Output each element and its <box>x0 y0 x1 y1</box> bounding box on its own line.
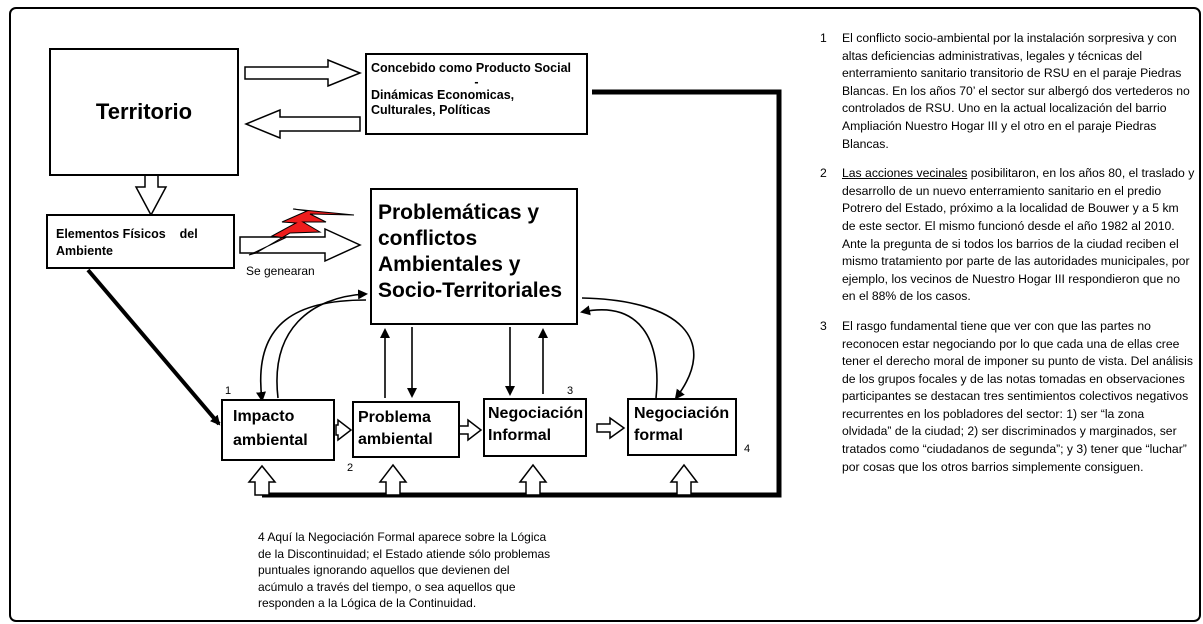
note-text: El conflicto socio-ambiental por la inst… <box>842 31 1190 151</box>
impacto-label: Impacto ambiental <box>233 408 308 449</box>
negociacion-informal-box: Negociación Informal <box>483 398 587 457</box>
marker-3: 3 <box>567 385 574 397</box>
arrow-elementos-to-problematicas <box>239 227 362 263</box>
note-number: 3 <box>820 318 827 333</box>
note-text-container: Las acciones vecinales posibilitaron, en… <box>842 165 1195 306</box>
up-arrow-negform <box>669 463 699 496</box>
marker-1: 1 <box>225 385 232 397</box>
negociacion-informal-label: Negociación Informal <box>488 405 584 444</box>
note-text: El rasgo fundamental tiene que ver con q… <box>842 318 1193 474</box>
notes-list: 1 El conflicto socio-ambiental por la in… <box>820 30 1195 488</box>
marker-2: 2 <box>347 462 354 474</box>
note-number: 1 <box>820 31 827 45</box>
note-item: 3 El rasgo fundamental tiene que ver con… <box>820 318 1195 476</box>
arrow-impacto-to-problema <box>335 418 353 442</box>
territorio-box: Territorio <box>49 48 239 176</box>
concebido-dash: - <box>474 75 479 89</box>
concebido-line2: Dinámicas Economicas, Culturales, Políti… <box>371 88 515 117</box>
negociacion-formal-label: Negociación formal <box>634 405 730 444</box>
problema-label: Problema ambiental <box>358 409 433 448</box>
lightning-icon <box>248 208 355 256</box>
arrow-neginf-to-negform <box>596 416 626 440</box>
up-arrow-neginf <box>518 463 548 496</box>
elementos-box: Elementos Físicos del Ambiente <box>46 214 235 269</box>
problematicas-label: Problemáticas y conflictos Ambientales y… <box>378 201 562 302</box>
concebido-line1: Concebido como Producto Social <box>371 61 572 75</box>
problema-box: Problema ambiental <box>352 401 460 458</box>
arrow-concebido-to-territorio <box>244 108 361 140</box>
marker-4: 4 <box>744 443 751 455</box>
arrow-territorio-to-concebido <box>244 58 362 88</box>
arrow-problema-to-neginf <box>457 418 483 442</box>
note-item: 2 Las acciones vecinales posibilitaron, … <box>820 165 1195 306</box>
feedback-line <box>262 89 782 498</box>
curve-impacto-to-problematicas <box>276 289 368 399</box>
note-4: 4 Aquí la Negociación Formal aparece sob… <box>258 530 551 610</box>
note-text: posibilitaron, en los años 80, el trasla… <box>842 166 1195 304</box>
arrow-elementos-to-impacto <box>86 268 221 426</box>
elementos-label: Elementos Físicos del Ambiente <box>56 227 201 258</box>
note-underlined: Las acciones vecinales <box>842 166 968 181</box>
impacto-box: Impacto ambiental <box>221 399 335 461</box>
up-arrow-problema <box>378 463 408 496</box>
note-number: 2 <box>820 166 827 181</box>
negociacion-formal-box: Negociación formal <box>627 398 737 456</box>
concebido-box: Concebido como Producto Social - Dinámic… <box>365 53 588 135</box>
territorio-label: Territorio <box>95 99 193 124</box>
curve-problematicas-to-negform <box>581 297 695 400</box>
up-arrow-impacto <box>247 464 277 496</box>
note-item: 1 El conflicto socio-ambiental por la in… <box>820 30 1195 153</box>
se-genearan-label: Se genearan <box>246 264 315 278</box>
problematicas-box: Problemáticas y conflictos Ambientales y… <box>370 188 578 325</box>
curve-problematicas-to-impacto <box>256 299 367 402</box>
curve-negform-to-problematicas <box>580 305 658 399</box>
